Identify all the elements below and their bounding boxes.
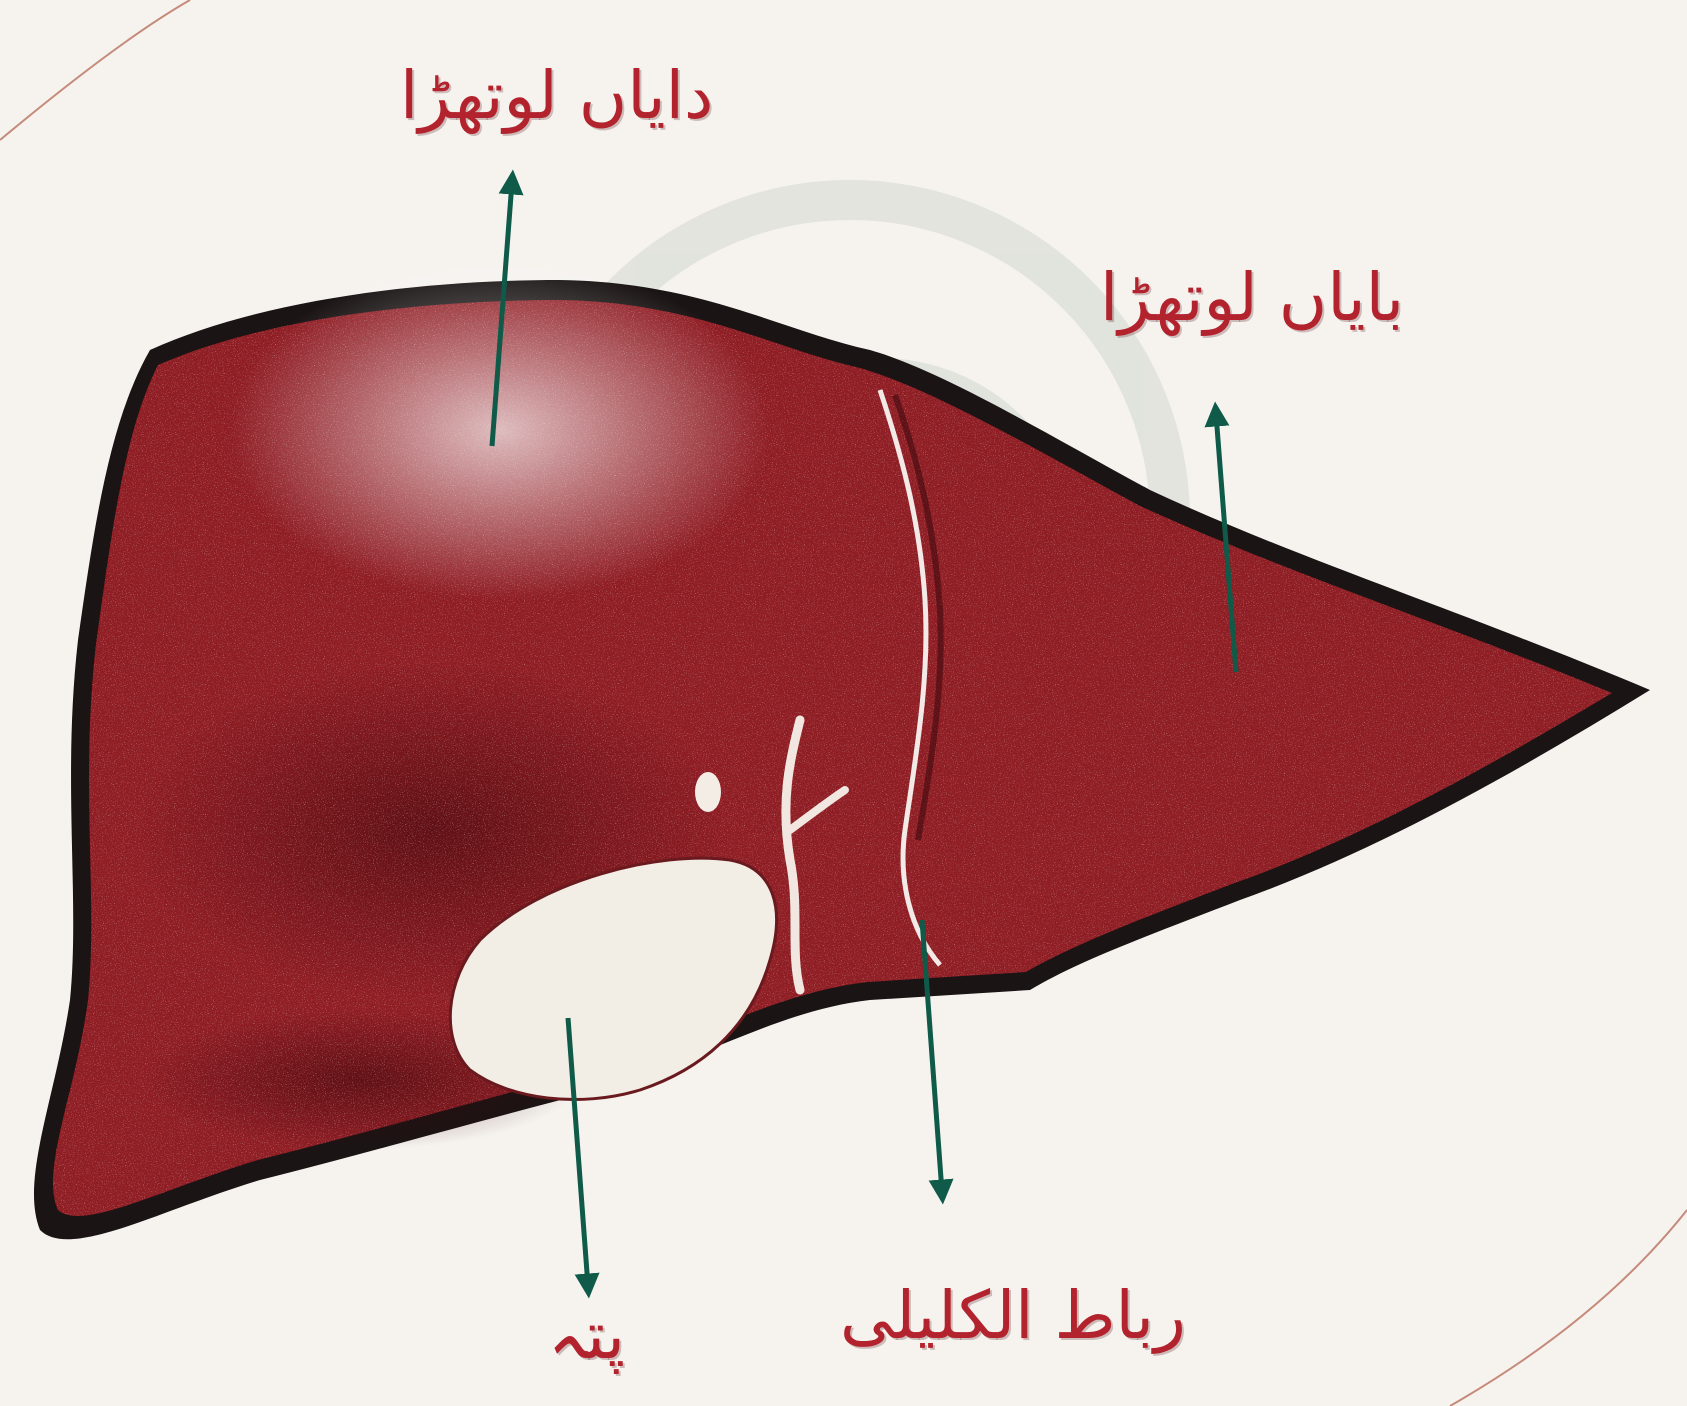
liver-texture xyxy=(53,300,1612,1216)
label-coronary-ligament: رباط الکلیلی xyxy=(840,1280,1186,1353)
label-gallbladder: پتہ xyxy=(548,1300,625,1373)
vessel-opening xyxy=(695,772,721,812)
label-left-lobe: بایاں لوتھڑا xyxy=(1100,262,1404,335)
page-curve-bottom-right xyxy=(1450,1210,1687,1406)
label-right-lobe: دایاں لوتھڑا xyxy=(400,60,713,133)
page-curve-top-left xyxy=(0,0,190,140)
